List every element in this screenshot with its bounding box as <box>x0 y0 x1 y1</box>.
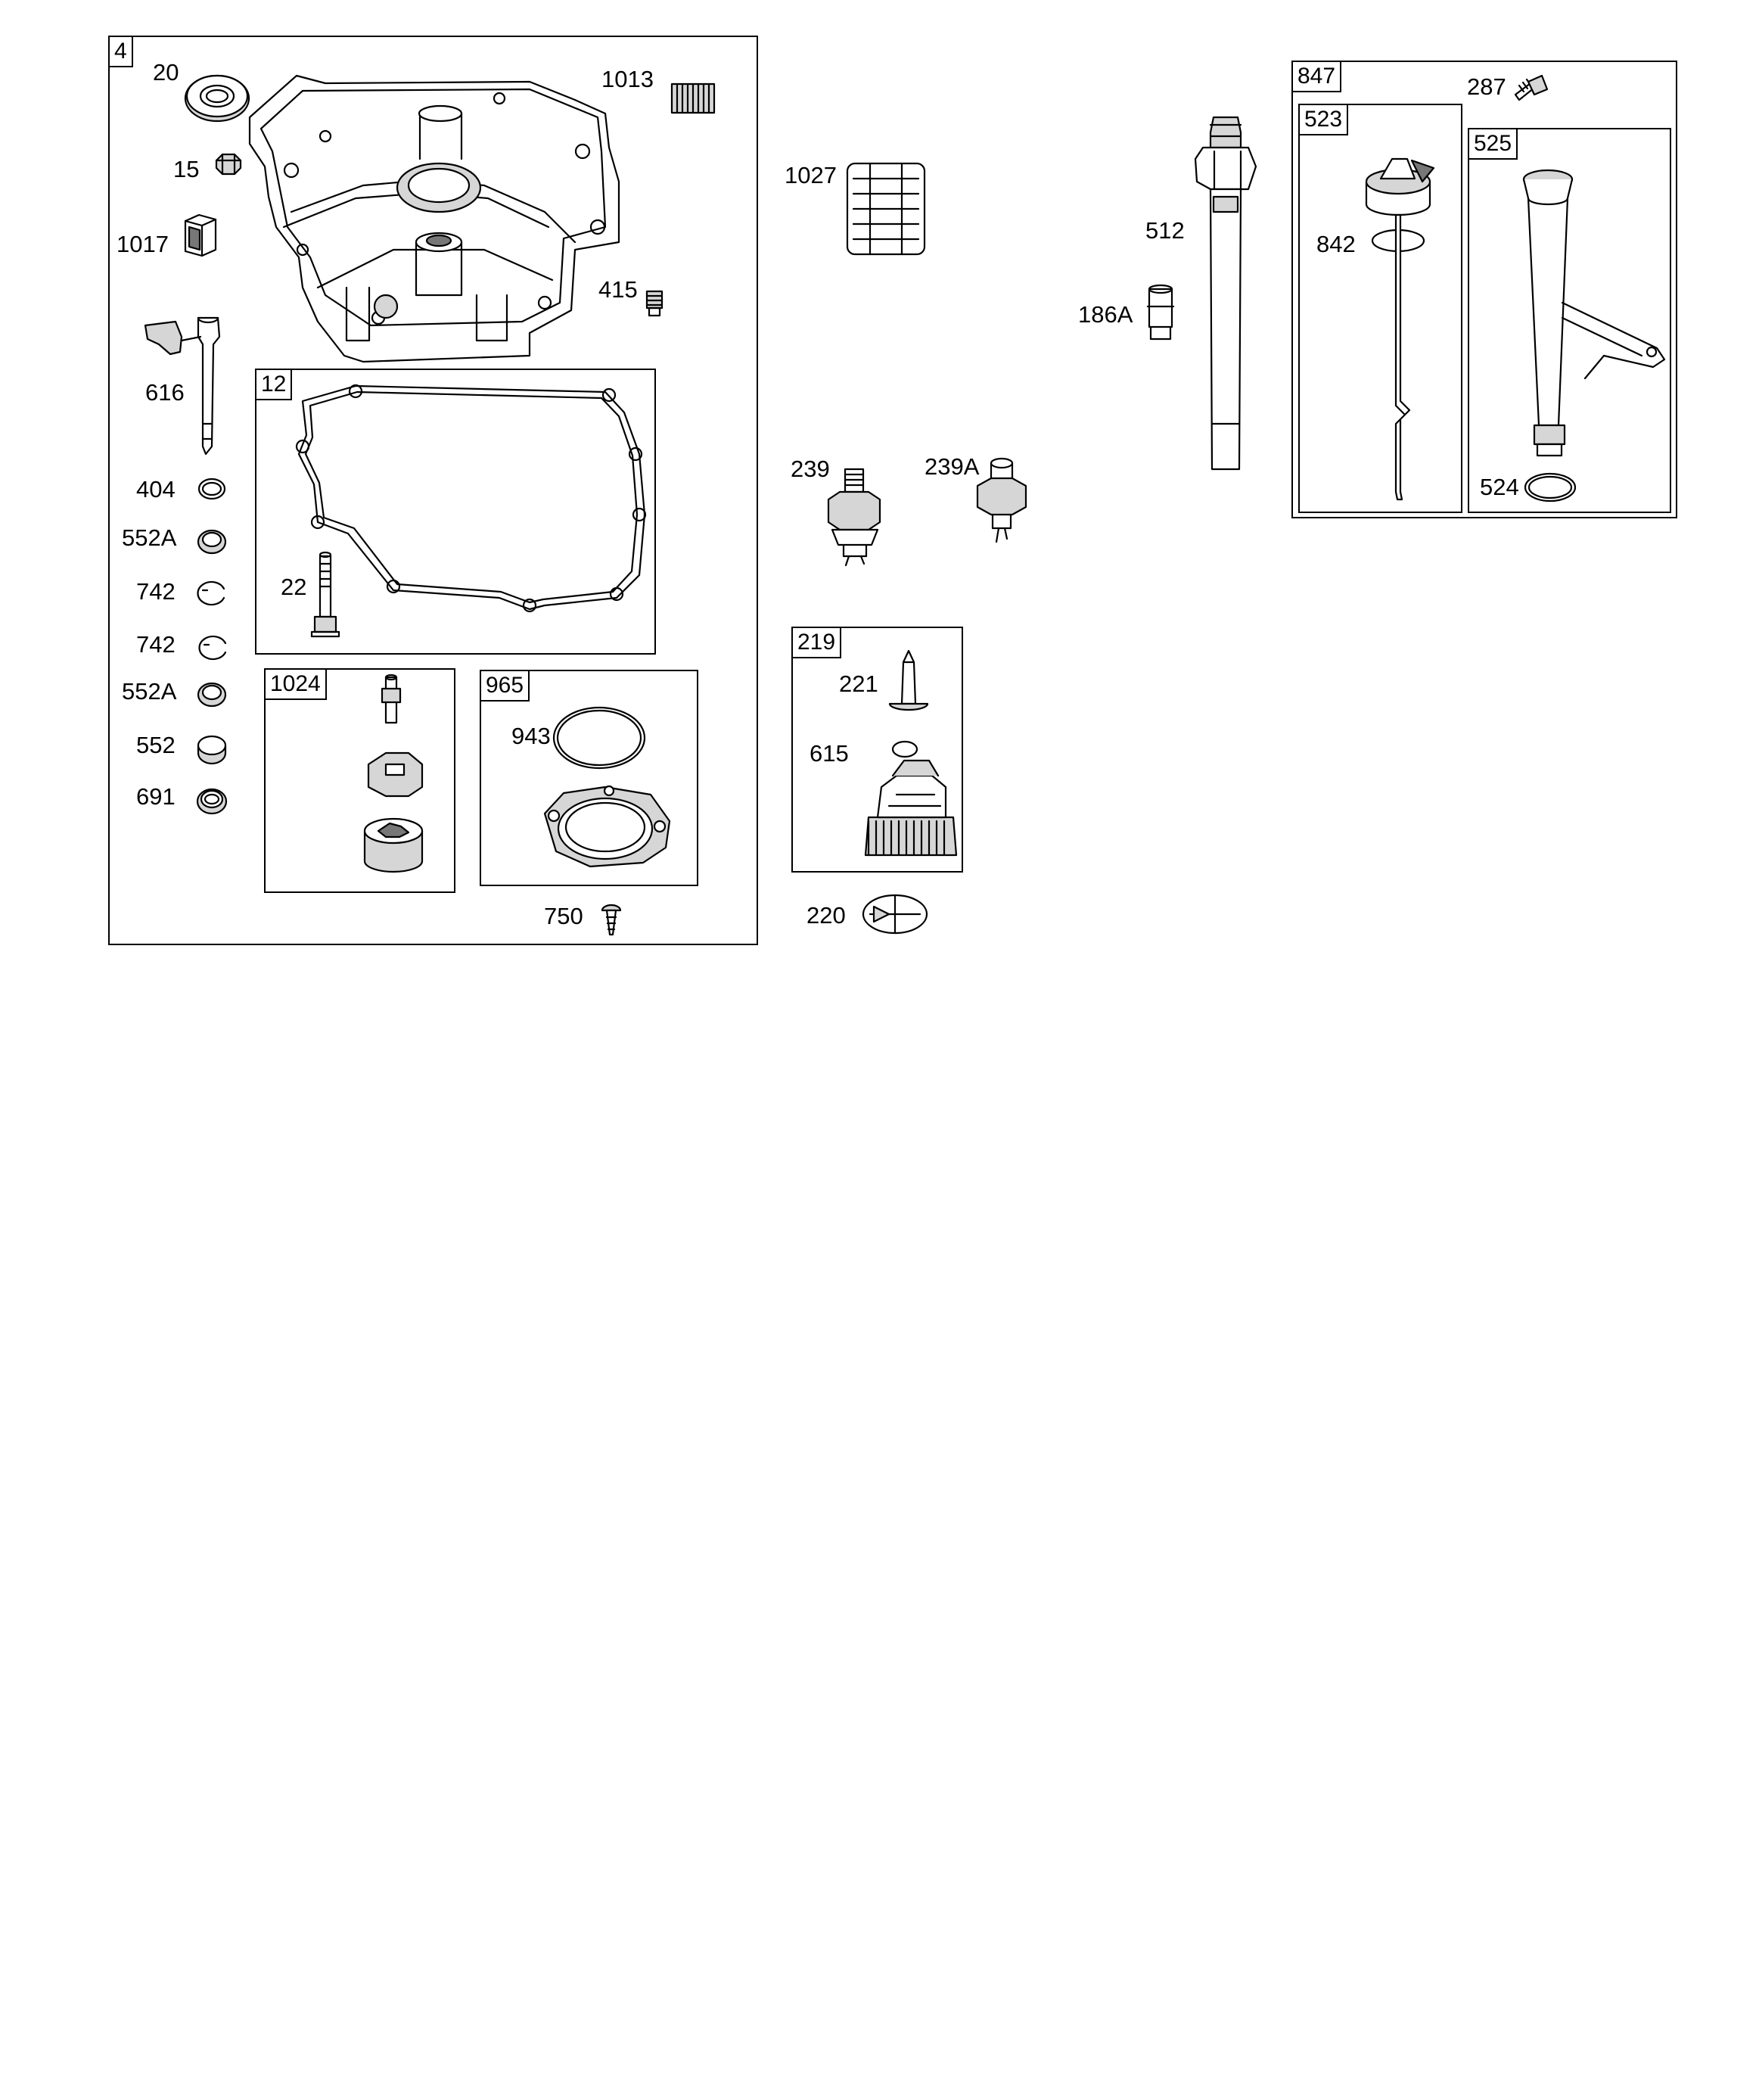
plug-15-drawing <box>215 153 242 176</box>
group-box-219: 219 <box>791 627 963 873</box>
group-label: 965 <box>481 671 530 702</box>
group-label: 525 <box>1469 129 1518 160</box>
part-number-label: 287 <box>1467 73 1506 100</box>
clip-1017-drawing <box>184 213 217 257</box>
group-label: 4 <box>110 37 133 67</box>
group-label: 523 <box>1300 105 1349 135</box>
part-number-label: 1013 <box>601 66 654 92</box>
sump-housing-drawing <box>248 74 620 363</box>
group-label: 1024 <box>266 670 327 700</box>
fitting-186A-drawing <box>1146 284 1175 341</box>
part-number-label: 239A <box>925 453 980 480</box>
screw-750-drawing <box>601 904 622 936</box>
part-number-label: 742 <box>136 631 176 658</box>
pin-221-drawing <box>888 649 929 711</box>
fill-tube-525-drawing <box>1522 169 1666 457</box>
sender-239-drawing <box>827 468 881 567</box>
group-box-965: 965 <box>480 670 698 886</box>
gasket-12-drawing <box>295 384 647 613</box>
part-number-label: 943 <box>511 723 551 749</box>
part-number-label: 691 <box>136 783 176 810</box>
fitting-415-drawing <box>645 290 664 317</box>
oring-524-drawing <box>1524 472 1577 502</box>
part-number-label: 552A <box>122 524 177 551</box>
part-number-label: 415 <box>598 276 638 303</box>
part-number-label: 552 <box>136 732 176 758</box>
group-label: 219 <box>793 628 842 658</box>
part-number-label: 239 <box>791 456 830 482</box>
part-number-label: 20 <box>153 59 179 86</box>
switch-239A-drawing <box>976 457 1027 543</box>
dipstick-tube-512-drawing <box>1194 116 1257 471</box>
part-number-label: 404 <box>136 476 176 502</box>
shaft-616-drawing <box>144 316 221 456</box>
dipstick-842-drawing <box>1365 157 1435 501</box>
washer-615-drawing <box>891 740 918 758</box>
oring-943-drawing <box>552 706 646 770</box>
group-box-847: 847 <box>1291 61 1677 518</box>
group-label: 847 <box>1293 62 1342 92</box>
rings-column-drawing <box>196 478 228 815</box>
pump-rotor-1024-drawing <box>363 674 424 873</box>
part-number-label: 1017 <box>117 231 169 257</box>
part-number-label: 221 <box>839 670 878 697</box>
group-box-1024: 1024 <box>264 668 455 893</box>
part-number-label: 15 <box>173 156 200 182</box>
oil-filter-1027-drawing <box>846 162 926 256</box>
part-number-label: 842 <box>1316 231 1356 257</box>
part-number-label: 616 <box>145 379 185 406</box>
part-number-label: 552A <box>122 678 177 705</box>
group-box-523: 523 <box>1298 104 1462 513</box>
washer-220-drawing <box>862 894 928 935</box>
bolt-22-drawing <box>310 551 340 638</box>
part-number-label: 512 <box>1145 217 1185 244</box>
screw-287-drawing <box>1514 74 1549 101</box>
part-number-label: 615 <box>810 740 849 767</box>
governor-gear-219-drawing <box>864 759 958 857</box>
cover-plate-965-drawing <box>543 785 671 868</box>
seal-20-drawing <box>184 74 250 123</box>
part-number-label: 742 <box>136 578 176 605</box>
part-number-label: 750 <box>544 903 583 929</box>
part-number-label: 524 <box>1480 474 1519 500</box>
group-box-4: 4 <box>108 36 758 945</box>
part-number-label: 186A <box>1078 301 1133 328</box>
part-number-label: 22 <box>281 574 307 600</box>
part-number-label: 1027 <box>785 162 837 188</box>
group-label: 12 <box>256 370 293 400</box>
part-number-label: 220 <box>806 902 846 929</box>
group-box-525: 525 <box>1468 128 1671 513</box>
screen-1013-drawing <box>670 82 716 114</box>
group-box-12: 12 <box>255 369 656 655</box>
